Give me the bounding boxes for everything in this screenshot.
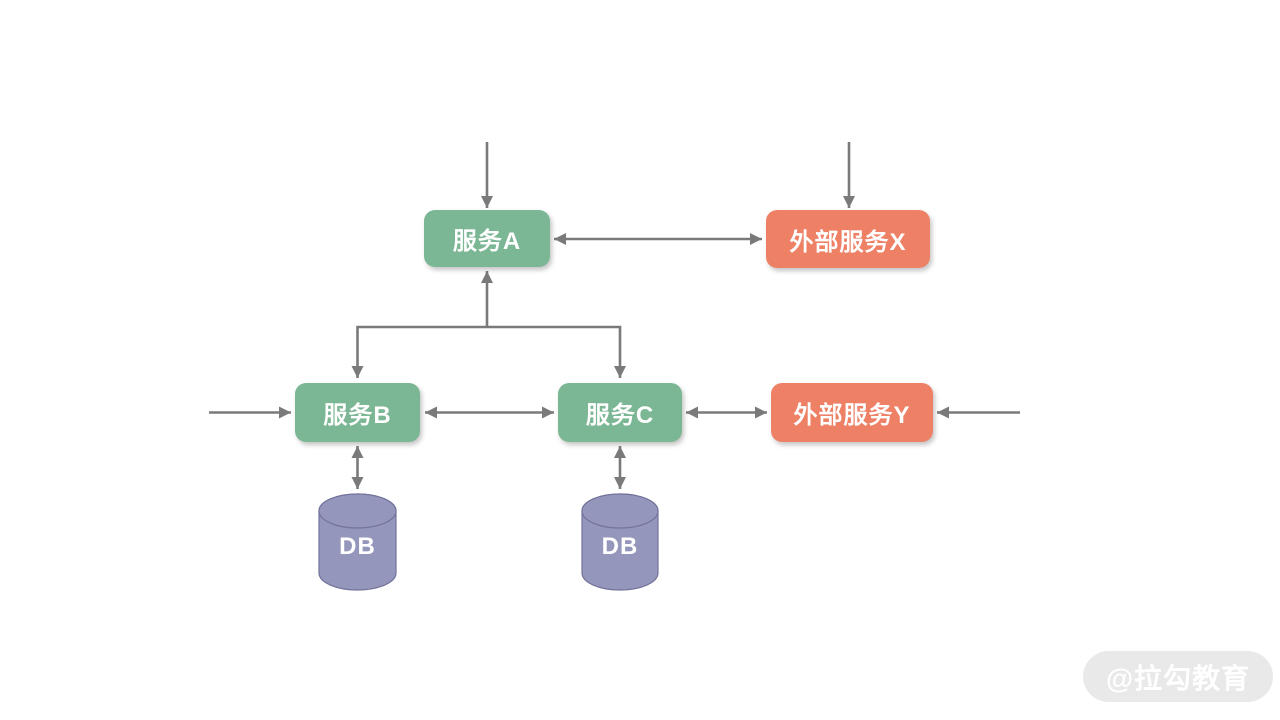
node-service-a: 服务A <box>424 210 550 267</box>
node-service-a-label: 服务A <box>452 228 522 255</box>
node-db-service-c: DB <box>581 493 659 592</box>
watermark-text: @拉勾教育 <box>1105 662 1251 694</box>
node-external-service-y-label: 外部服务Y <box>793 402 911 429</box>
node-service-c: 服务C <box>558 383 682 442</box>
node-external-service-x: 外部服务X <box>766 210 930 268</box>
node-db-service-b: DB <box>318 493 397 592</box>
node-service-c-label: 服务C <box>585 402 655 429</box>
node-db-c-label: DB <box>601 533 639 560</box>
node-service-b: 服务B <box>295 383 420 442</box>
node-service-b-label: 服务B <box>323 402 392 429</box>
node-external-service-y: 外部服务Y <box>771 383 933 442</box>
node-db-b-label: DB <box>339 533 376 560</box>
node-external-service-x-label: 外部服务X <box>789 228 907 256</box>
watermark-badge: @拉勾教育 <box>1083 651 1273 702</box>
database-cylinder-icon <box>318 493 397 591</box>
database-cylinder-icon <box>581 493 659 591</box>
edge-service-a-to-b-and-c <box>351 325 626 378</box>
